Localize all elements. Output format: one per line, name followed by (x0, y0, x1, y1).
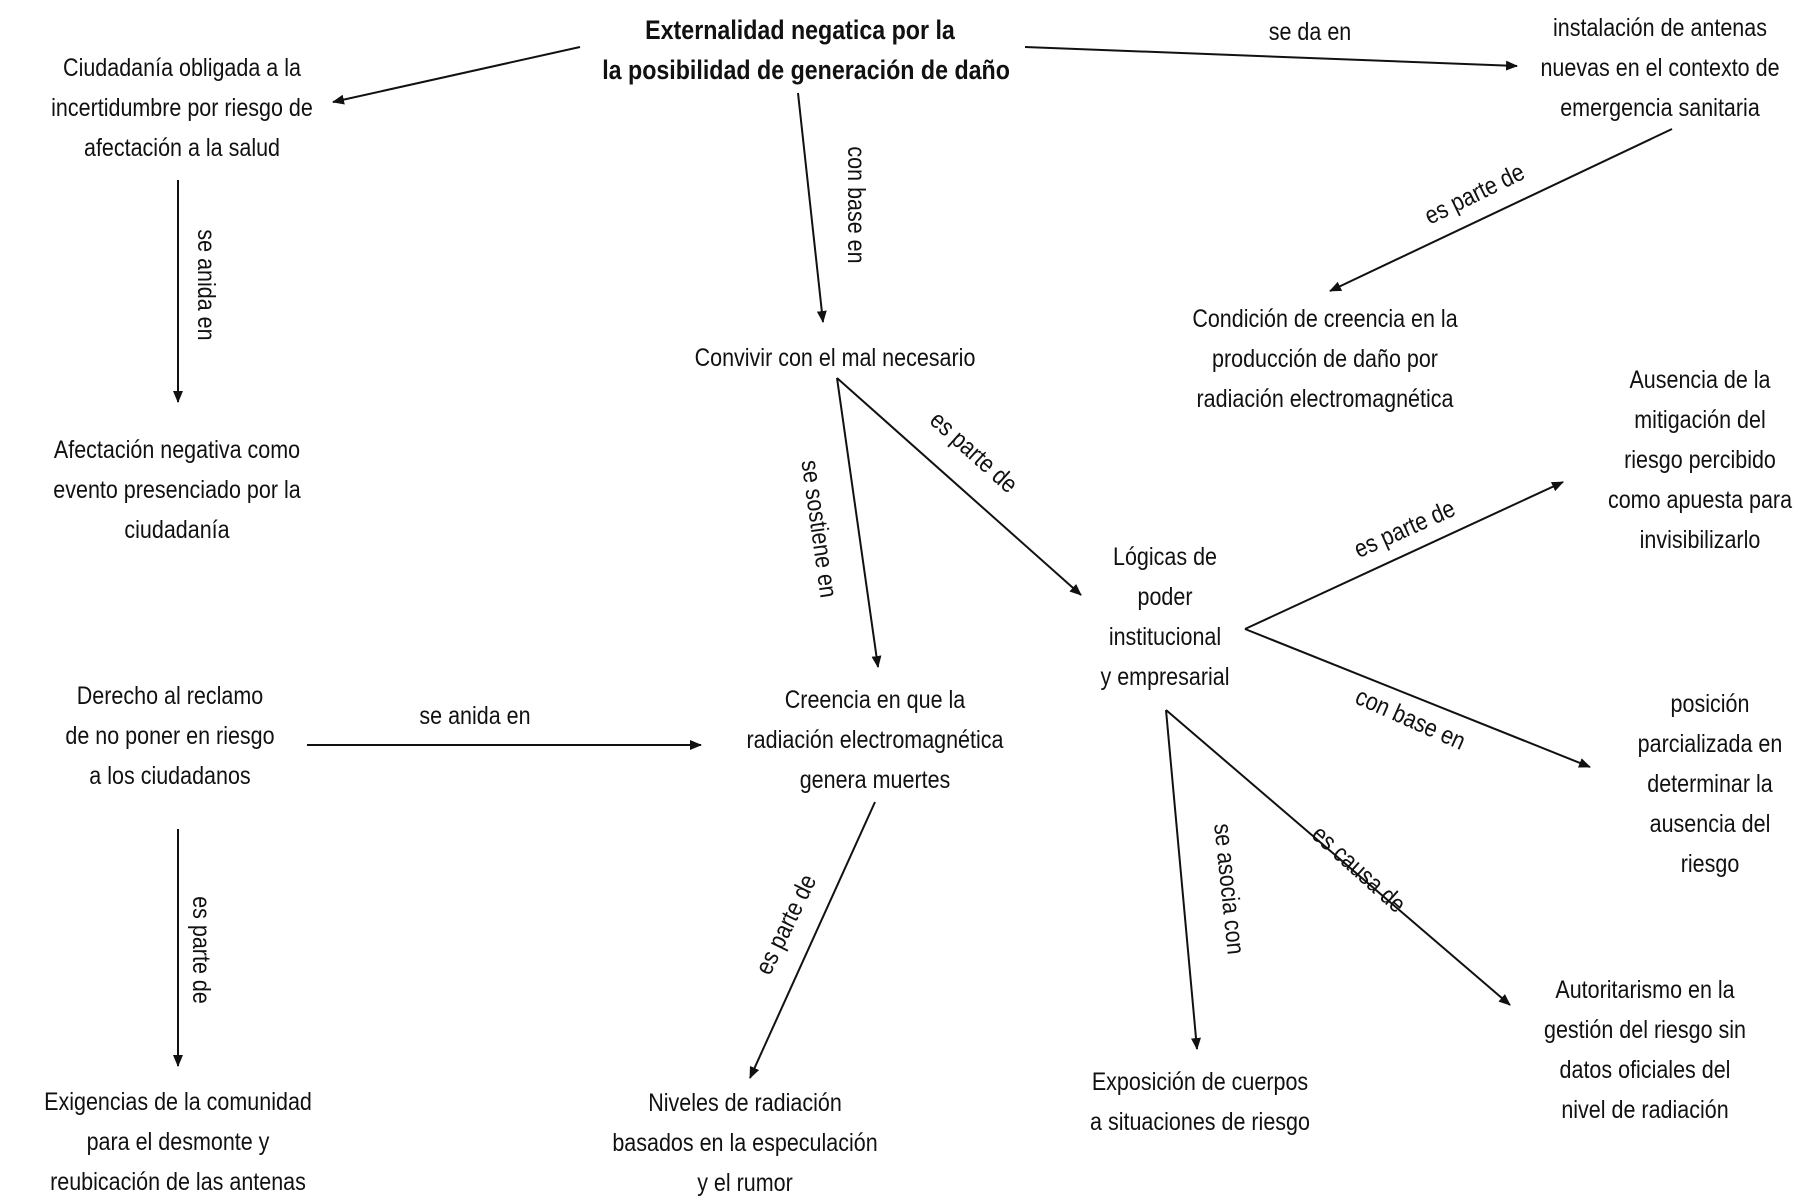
arrow-externalidad-convivir (797, 92, 827, 323)
arrow-externalidad-ciudadania (332, 46, 581, 105)
link-label-se-anida-en-1: se anida en (192, 229, 220, 341)
link-label-con-base-en-1: con base en (842, 146, 870, 264)
arrow-logicas-autoritarismo (1165, 709, 1511, 1006)
arrow-instalacion-condicion (1329, 128, 1673, 292)
link-label-se-anida-en-2: se anida en (419, 702, 531, 730)
arrow-convivir-logicas (836, 377, 1082, 596)
link-label-es-parte-de-4: es parte de (187, 896, 215, 1004)
arrow-logicas-exposicion (1165, 709, 1201, 1050)
link-label-se-da-en: se da en (1268, 18, 1352, 46)
arrow-logicas-posicion (1244, 628, 1591, 768)
arrow-convivir-creencia (836, 377, 882, 668)
node-convivir: Convivir con el mal necesario (694, 344, 976, 372)
arrow-creencia-niveles (749, 801, 876, 1079)
arrow-logicas-ausencia (1244, 481, 1564, 630)
arrow-externalidad-instalacion (1024, 46, 1518, 71)
